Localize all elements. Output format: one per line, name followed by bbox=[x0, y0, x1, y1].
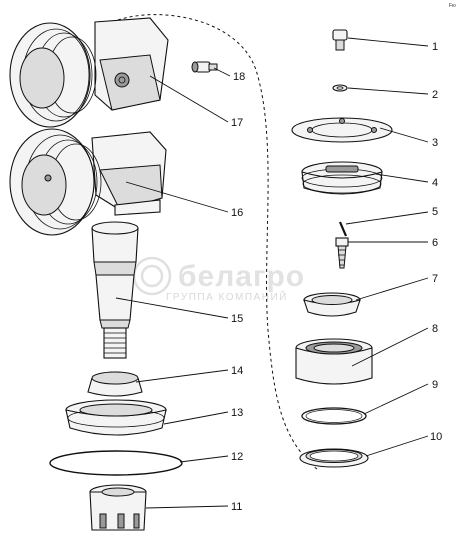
part-16-lower-housing bbox=[9, 128, 167, 236]
callout-8: 8 bbox=[432, 323, 438, 335]
part-3-cover-plate bbox=[291, 117, 393, 143]
part-2-washer bbox=[332, 84, 348, 92]
callout-labels: 1 2 3 4 5 6 7 8 9 10 11 12 13 14 15 16 1… bbox=[231, 41, 442, 513]
leader-14 bbox=[135, 369, 229, 383]
leader-13 bbox=[163, 411, 229, 425]
callout-11: 11 bbox=[231, 501, 242, 513]
watermark-brand: белагро bbox=[178, 260, 305, 293]
leader-10 bbox=[365, 435, 429, 457]
callout-7: 7 bbox=[432, 273, 438, 285]
callout-3: 3 bbox=[432, 137, 438, 149]
part-10-seal-ring bbox=[299, 448, 369, 468]
leader-18 bbox=[213, 67, 231, 77]
callout-9: 9 bbox=[432, 379, 438, 391]
callout-16: 16 bbox=[231, 207, 243, 219]
part-4-threaded-plug bbox=[301, 161, 383, 195]
part-7-cup bbox=[303, 292, 361, 317]
part-6-screw bbox=[335, 237, 349, 269]
part-13-protective-cover bbox=[65, 399, 167, 436]
callout-10: 10 bbox=[430, 431, 442, 443]
leader-16 bbox=[125, 181, 229, 213]
part-17-upper-housing bbox=[9, 17, 169, 128]
callout-15: 15 bbox=[231, 313, 243, 325]
callout-1: 1 bbox=[432, 41, 438, 53]
callout-17: 17 bbox=[231, 117, 243, 129]
leader-8 bbox=[351, 327, 429, 367]
leader-3 bbox=[379, 127, 429, 143]
part-5-pin bbox=[338, 221, 348, 237]
part-14-boot-cap bbox=[87, 371, 143, 397]
leader-lines bbox=[115, 37, 429, 509]
leader-12 bbox=[179, 455, 229, 463]
part-15-ball-pin bbox=[91, 221, 139, 359]
callout-13: 13 bbox=[231, 407, 243, 419]
leader-17 bbox=[149, 75, 229, 123]
callout-18: 18 bbox=[233, 71, 245, 83]
callout-5: 5 bbox=[432, 206, 438, 218]
leader-7 bbox=[355, 277, 429, 301]
leader-2 bbox=[347, 87, 429, 95]
callout-6: 6 bbox=[432, 237, 438, 249]
watermark: белагро ГРУППА КОМПАНИЙ bbox=[132, 256, 305, 303]
leader-1 bbox=[347, 37, 429, 47]
part-9-ring bbox=[301, 407, 367, 425]
part-12-spring-ring bbox=[49, 450, 183, 476]
watermark-tagline: ГРУППА КОМПАНИЙ bbox=[166, 290, 288, 303]
leader-11 bbox=[145, 505, 229, 509]
leader-5 bbox=[345, 211, 429, 225]
part-8-bearing-insert bbox=[295, 338, 373, 385]
part-11-nut bbox=[89, 484, 147, 531]
callout-4: 4 bbox=[432, 177, 438, 189]
callout-2: 2 bbox=[432, 89, 438, 101]
corner-mark: Fю bbox=[449, 3, 456, 9]
watermark-logo bbox=[132, 256, 172, 296]
callout-12: 12 bbox=[231, 451, 243, 463]
callout-14: 14 bbox=[231, 365, 243, 377]
leader-4 bbox=[375, 173, 429, 183]
leader-9 bbox=[363, 383, 429, 415]
part-1-bolt bbox=[332, 29, 348, 51]
leader-15 bbox=[115, 297, 229, 319]
part-18-grease-fitting bbox=[191, 61, 218, 73]
